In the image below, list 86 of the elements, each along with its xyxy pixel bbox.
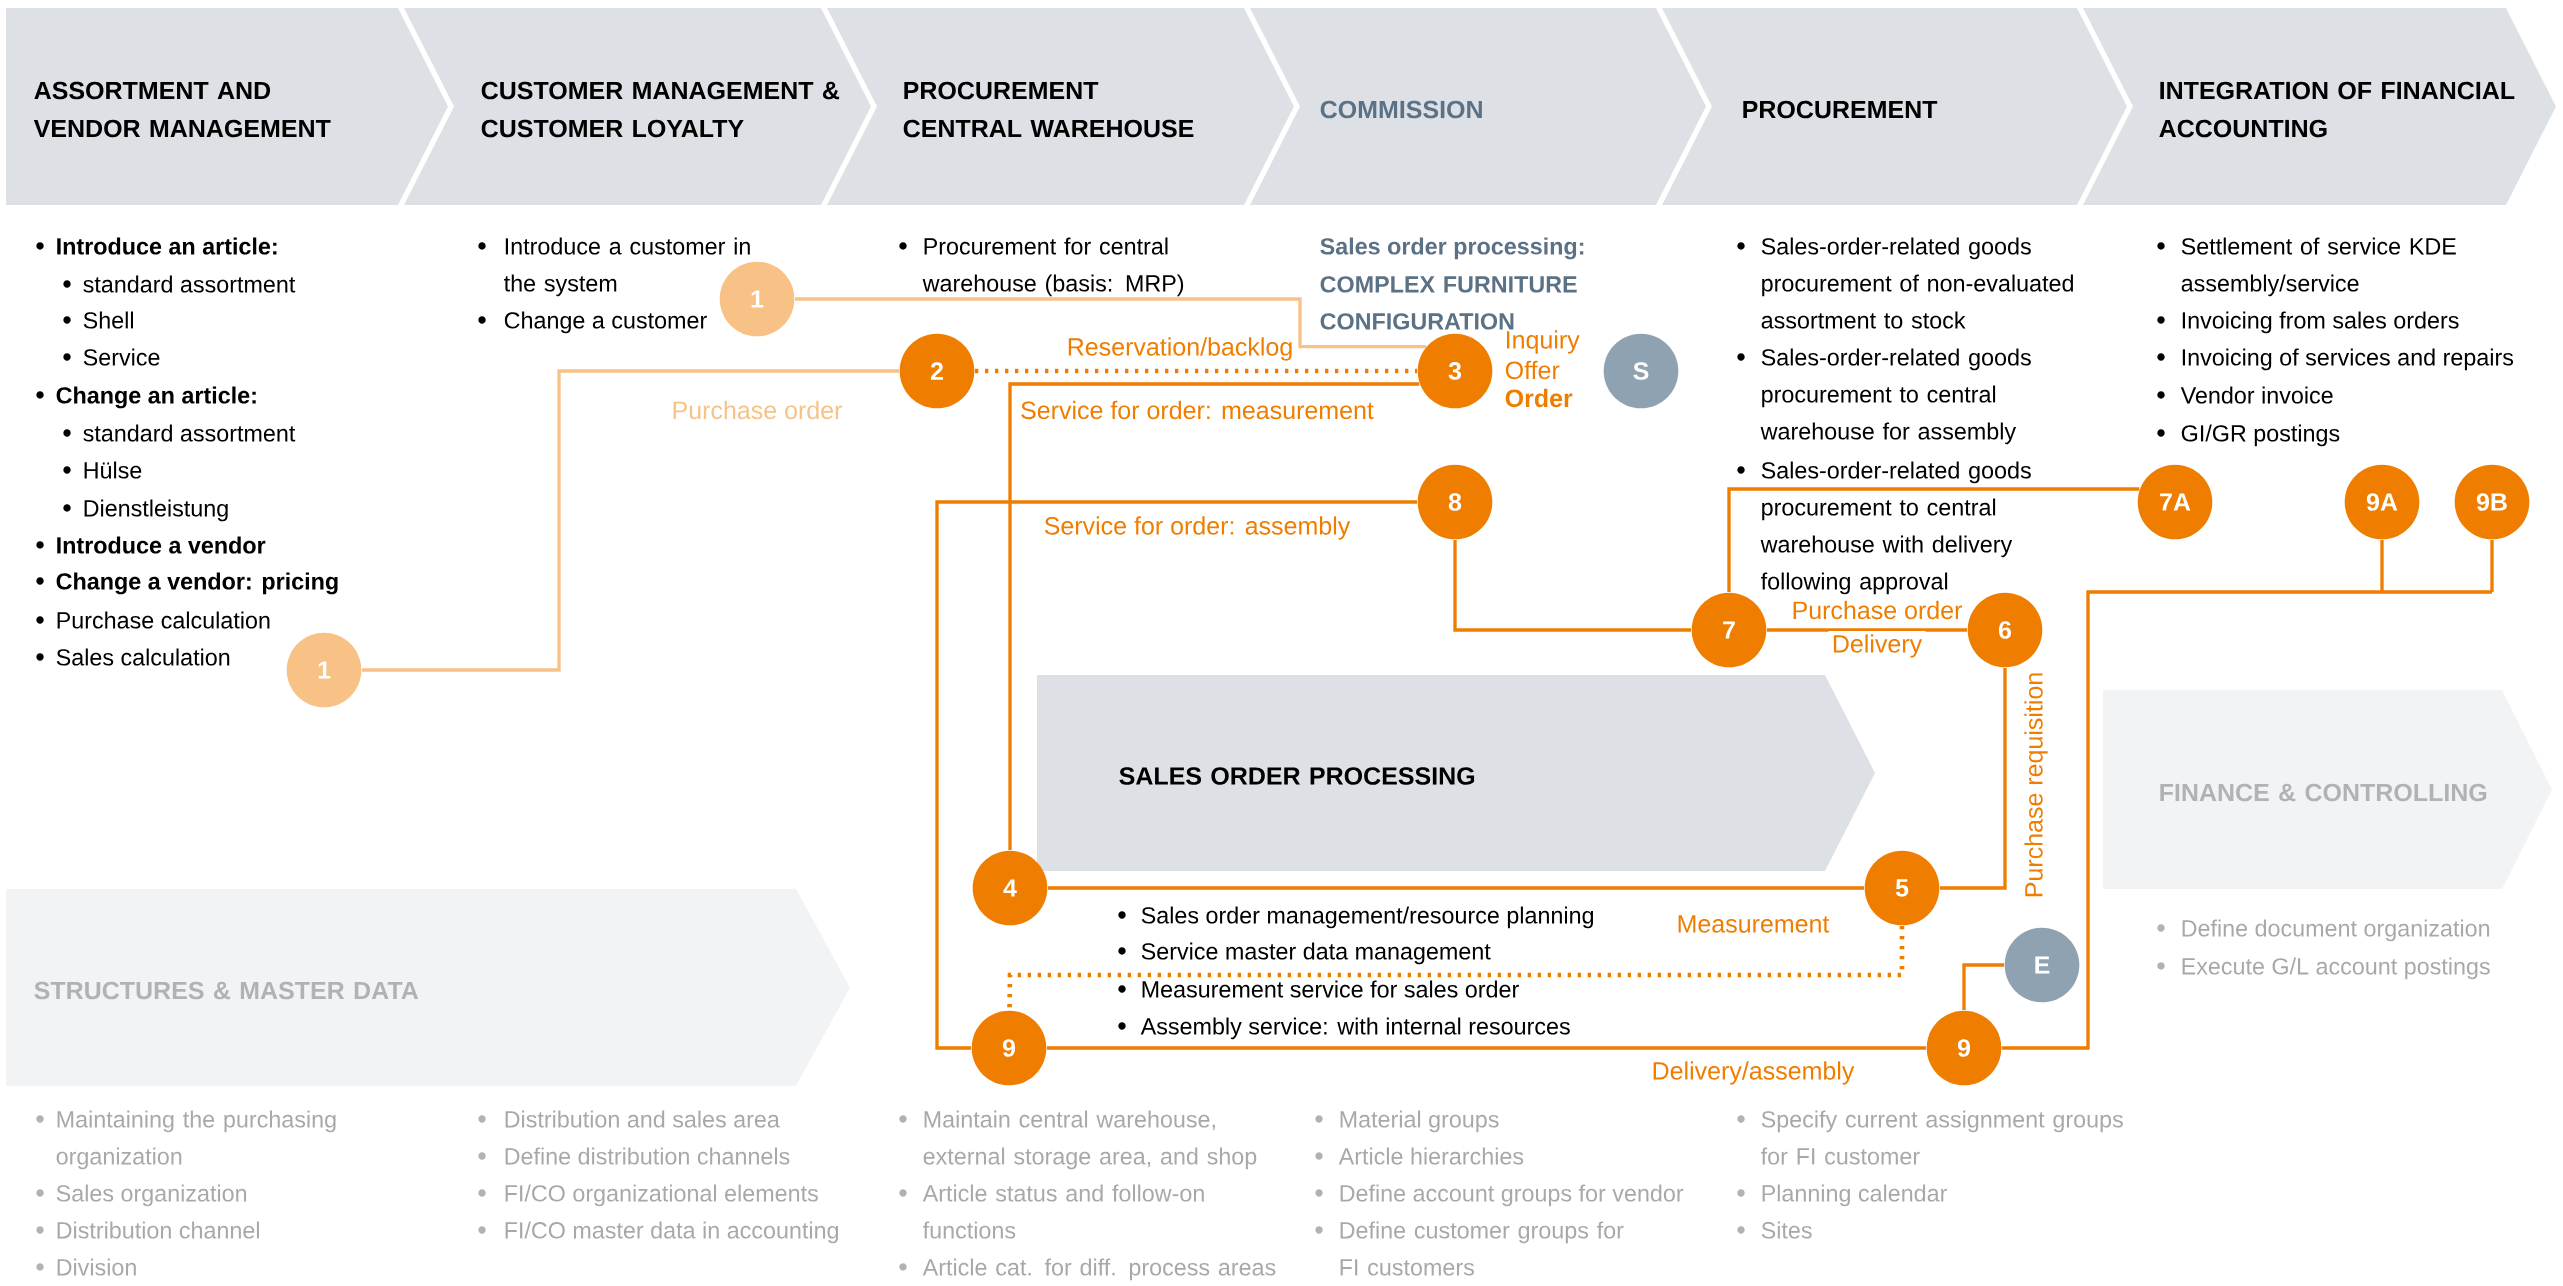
connector-line [935,500,1417,1050]
connector-line [1962,963,2004,1010]
list-item: Define document organization [2157,919,2490,942]
list-item: Assembly service: with internal resources [1118,1017,1570,1040]
list-item: Division [36,1258,136,1276]
list-item: Measurement service for sales order [1118,980,1519,998]
list-item: Sites [1737,1221,1812,1239]
list-item: Change an article: [36,386,256,409]
node-label: PROCUREMENT CENTRAL WAREHOUSE [903,81,1194,138]
list-item: standard assortment [63,275,296,293]
list-item: Change a vendor: pricing [36,572,338,595]
list-item: FI/CO master data in accounting [478,1221,838,1244]
list-item: Service [63,348,160,366]
list-item: Vendor invoice [2157,386,2333,404]
node-label: PROCUREMENT [1743,100,1938,119]
chevron-banner: STRUCTURES & MASTER DATA [6,889,850,1086]
list-item: GI/GR postings [2157,424,2340,447]
edge-label: Service for order: measurement [1016,397,1378,423]
chevron-banner: CUSTOMER MANAGEMENT & CUSTOMER LOYALTY [404,8,871,205]
connector-line [1453,540,1691,632]
list-item: Hülse [63,461,142,479]
subheading: Sales order processing: [1320,237,1584,260]
list-item: Article hierarchies [1315,1147,1524,1165]
list-item: Dienstleistung [63,499,228,522]
connector-line [1048,886,1864,890]
list-item: Maintaining the purchasing organization [36,1110,336,1170]
side-text: Inquiry [1506,330,1580,354]
list-item: Sales order management/resource planning [1118,906,1593,929]
list-item: Introduce an article: [36,237,277,255]
list-item: Invoicing of services and repairs [2157,348,2514,371]
list-item: Introduce a vendor [36,536,266,554]
chevron-banner: INTEGRATION OF FINANCIAL ACCOUNTING [2083,8,2556,205]
list-item: Maintain central warehouse, external storage area, and shop [899,1110,1257,1170]
list-item: Specify current assignment groups for FI customer [1737,1110,2123,1165]
list-item: Define distribution channels [478,1147,790,1165]
list-item: Invoicing from sales orders [2157,311,2459,334]
list-item: Change a customer [478,311,707,334]
chevron-banner: PROCUREMENT [1662,8,2127,205]
chevron-banner: COMMISSION [1250,8,1706,205]
node-label: COMMISSION [1320,100,1482,119]
connector-line [975,368,1417,374]
list-item: Article cat. for diff. process areas [899,1258,1276,1281]
edge-label: Purchase requisition [2021,668,2051,902]
list-item: Service master data management [1118,942,1491,965]
side-text: Offer [1505,360,1560,380]
list-item: Article status and follow-on functions [899,1184,1204,1239]
list-item: Shell [63,311,133,329]
list-item: Define account groups for vendor [1315,1184,1684,1207]
connector-line [2000,538,2494,1050]
connector-line [795,297,1426,349]
list-item: Execute G/L account postings [2157,957,2490,980]
edge-label: Delivery/assembly [1648,1058,1858,1088]
list-item: Purchase calculation [36,611,270,629]
side-text: Order [1505,388,1573,408]
node-label: ASSORTMENT AND VENDOR MANAGEMENT [33,81,331,138]
chevron-banner: SALES ORDER PROCESSING [1037,675,1875,871]
list-item: Distribution channel [36,1221,259,1239]
list-item: Material groups [1315,1110,1499,1133]
connector-line [362,369,899,672]
chevron-banner: FINANCE & CONTROLLING [2103,690,2552,889]
list-item: Sales organization [36,1184,247,1207]
edge-label: Purchase order [668,397,846,423]
list-item: Sales-order-related goods procurement of non-evaluated assortment to stock [1737,237,2073,329]
edge-label: Purchase order [1788,597,1966,623]
edge-label: Measurement [1673,911,1833,937]
subheading: COMPLEX FURNITURE CONFIGURATION [1320,276,1577,330]
list-item: Sales-order-related goods procurement to central warehouse with delivery following approval [1737,461,2031,595]
edge-label: Reservation/backlog [1063,334,1297,364]
chevron-banner: ASSORTMENT AND VENDOR MANAGEMENT [6,8,448,205]
list-item: Sales-order-related goods procurement to central warehouse for assembly [1737,348,2031,445]
list-item: Settlement of service KDE assembly/service [2157,237,2456,297]
connector-line [1767,628,1967,632]
list-item: Distribution and sales area [478,1110,780,1128]
connector-line [1940,668,2007,890]
connector-line [1008,382,1420,850]
list-item: Sales calculation [36,648,230,666]
list-item: Procurement for central warehouse (basis: MRP) [899,237,1184,297]
list-item: Define customer groups for FI customers [1315,1221,1624,1276]
list-item: FI/CO organizational elements [478,1184,818,1207]
edge-label: Service for order: assembly [1040,513,1354,543]
connector-line [1047,1046,1926,1050]
list-item: standard assortment [63,424,296,442]
flow-label: Delivery [1828,631,1926,661]
node-label: INTEGRATION OF FINANCIAL ACCOUNTING [2159,81,2515,138]
connector-line [1727,487,2140,592]
list-item: Planning calendar [1737,1184,1947,1207]
